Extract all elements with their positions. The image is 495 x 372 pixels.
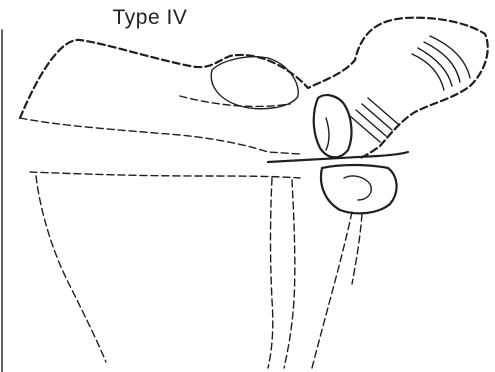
coracoid-shape	[314, 95, 352, 157]
humeral-head	[321, 165, 397, 213]
glenoid-band-bottom	[30, 172, 300, 178]
acromion-underside	[20, 118, 300, 154]
shaft-right-outer	[352, 214, 362, 284]
coracoid-inner	[326, 118, 329, 150]
spine-left	[268, 178, 273, 368]
hatched-area-upper-right	[412, 36, 470, 90]
clavicle-contour	[211, 57, 298, 109]
spine-right	[284, 180, 295, 368]
scapula-left-border	[36, 176, 106, 362]
humeral-head-detail	[344, 176, 371, 200]
acromion-outline	[20, 18, 488, 158]
shaft-right	[312, 212, 352, 368]
hatched-area-ac	[350, 98, 398, 142]
